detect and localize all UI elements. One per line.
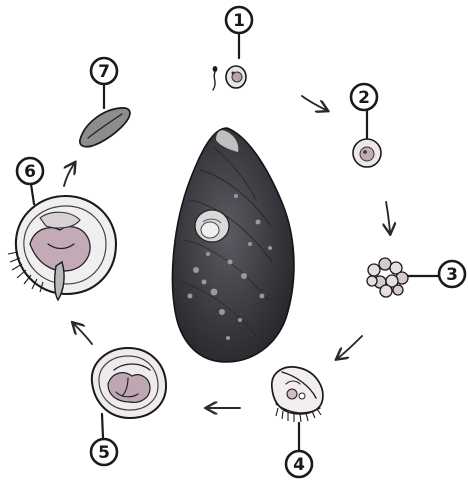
stage-5-badge: 5: [91, 439, 117, 465]
arrow-1-to-2: [302, 96, 326, 110]
stage-4-number: 4: [293, 455, 305, 475]
stage-6-pediveliger-larva: [8, 196, 116, 300]
stage-2-fertilized-egg: [353, 139, 381, 167]
stage-2-number: 2: [358, 88, 370, 108]
adult-mussel-shell: [172, 128, 293, 362]
stage-5-number: 5: [98, 443, 110, 463]
stage-1-badge: 1: [226, 7, 252, 33]
stage-1-number: 1: [233, 11, 245, 31]
arrow-3-to-4: [338, 336, 362, 358]
stage-5-veliger-larva: [92, 348, 166, 418]
arrow-5-to-6: [74, 324, 92, 344]
stage-7-juvenile-mussel: [80, 108, 130, 147]
arrow-2-to-3: [386, 202, 390, 232]
stage-5-badge-stem: [102, 414, 103, 438]
barnacle: [195, 210, 229, 242]
stage-6-badge: 6: [17, 158, 43, 184]
arrow-6-to-7: [64, 164, 74, 186]
stage-4-badge: 4: [286, 451, 312, 477]
stage-1-egg-and-sperm: [213, 66, 246, 90]
stage-7-badge: 7: [91, 58, 117, 84]
stage-7-number: 7: [98, 62, 110, 82]
stage-6-number: 6: [24, 162, 36, 182]
stage-3-number: 3: [446, 265, 458, 285]
stage-4-trochophore-larva: [272, 367, 323, 422]
stage-3-morula: [367, 258, 408, 297]
stage-2-badge: 2: [351, 84, 377, 110]
stage-3-badge: 3: [439, 261, 465, 287]
stage-6-badge-stem: [31, 184, 34, 204]
